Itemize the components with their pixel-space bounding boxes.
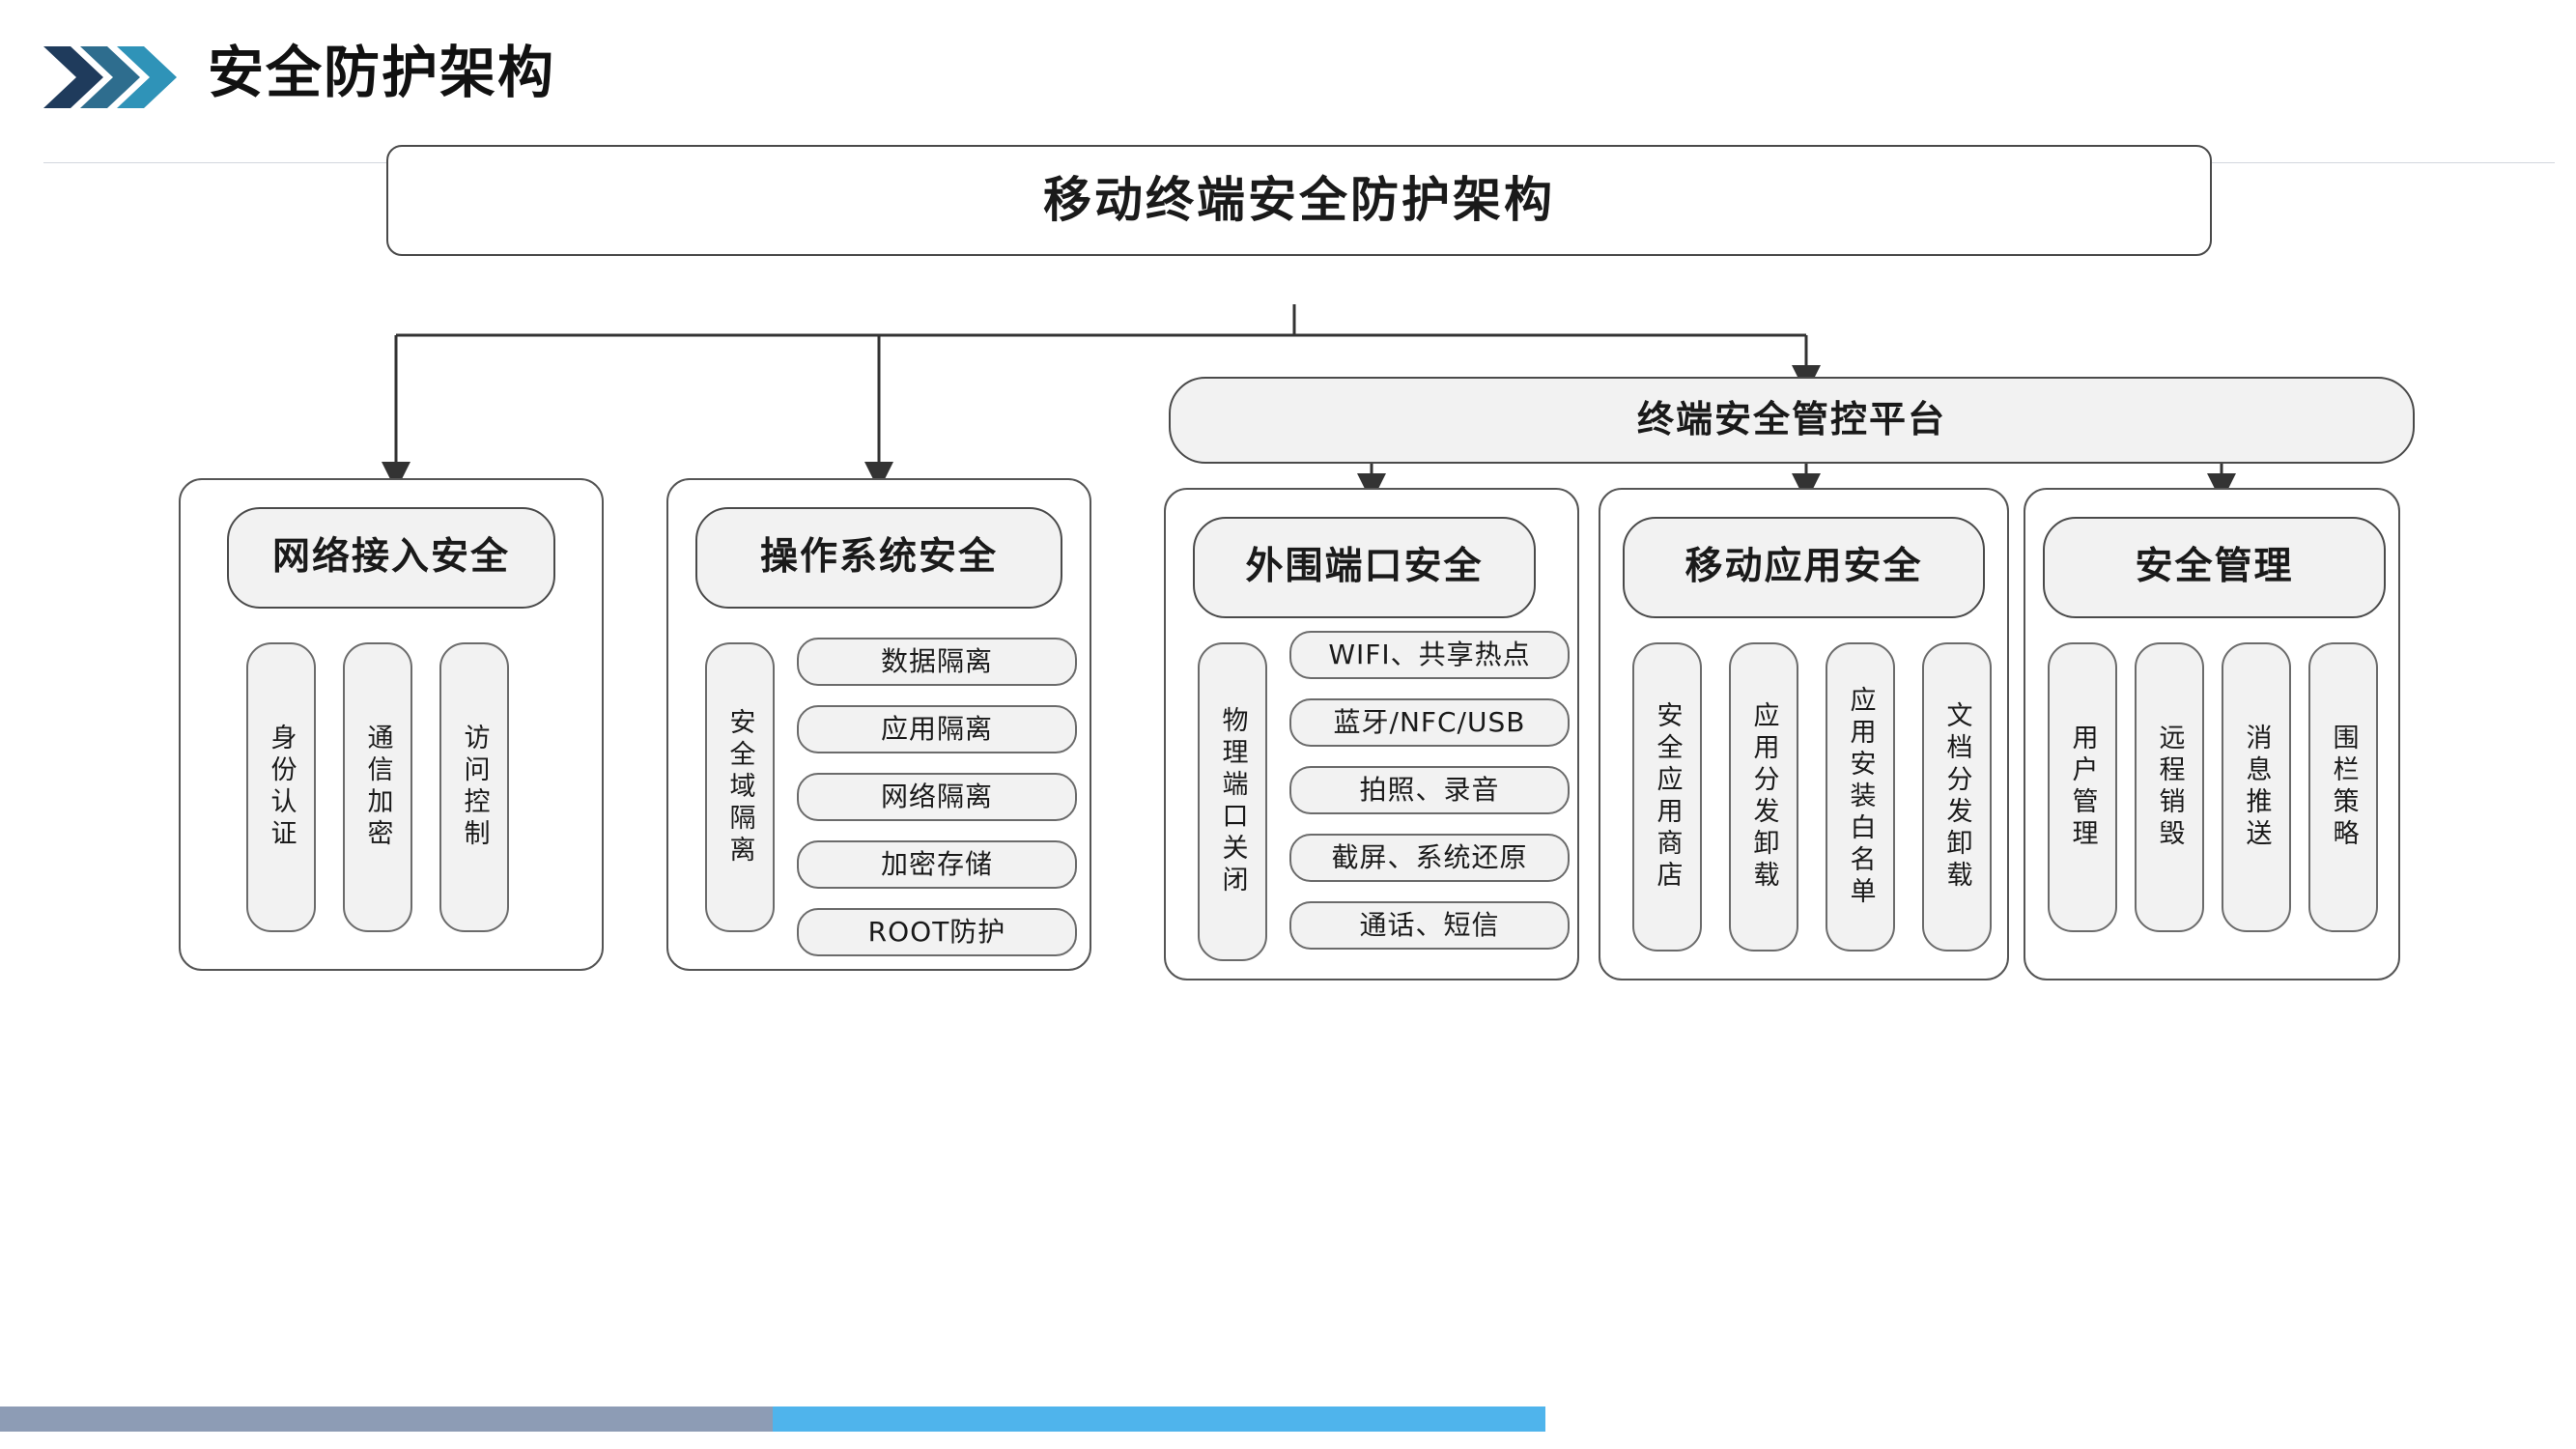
leaf-item: 文档分发卸载 <box>1922 642 1992 952</box>
leaf-item: 网络隔离 <box>797 773 1077 821</box>
leaf-item: WIFI、共享热点 <box>1289 631 1570 679</box>
leaf-item: 数据隔离 <box>797 638 1077 686</box>
leaf-item: 应用隔离 <box>797 705 1077 753</box>
leaf-item: 加密存储 <box>797 840 1077 889</box>
leaf-item: ROOT防护 <box>797 908 1077 956</box>
group-head-os-security: 操作系统安全 <box>695 507 1062 609</box>
leaf-item: 访问控制 <box>439 642 509 932</box>
leaf-item: 用户管理 <box>2048 642 2117 932</box>
leaf-item-side: 物理端口关闭 <box>1198 642 1267 961</box>
leaf-item: 远程销毁 <box>2135 642 2204 932</box>
leaf-item: 应用安装白名单 <box>1826 642 1895 952</box>
leaf-item: 应用分发卸载 <box>1729 642 1798 952</box>
group-head-network-access: 网络接入安全 <box>227 507 555 609</box>
leaf-item: 安全应用商店 <box>1632 642 1702 952</box>
leaf-item: 截屏、系统还原 <box>1289 834 1570 882</box>
leaf-item-side: 安全域隔离 <box>705 642 775 932</box>
group-head-mobile-app-security: 移动应用安全 <box>1623 517 1985 618</box>
leaf-item: 拍照、录音 <box>1289 766 1570 814</box>
group-head-security-management: 安全管理 <box>2043 517 2386 618</box>
leaf-item: 身份认证 <box>246 642 316 932</box>
page-title: 安全防护架构 <box>208 40 556 105</box>
leaf-item: 围栏策略 <box>2308 642 2378 932</box>
footer-bar-right <box>773 1406 1545 1432</box>
leaf-item: 消息推送 <box>2222 642 2291 932</box>
diagram-platform-node: 终端安全管控平台 <box>1169 377 2415 464</box>
page-header: 安全防护架构 <box>0 0 2576 169</box>
chevron-logo-icon <box>43 43 193 111</box>
leaf-item: 通信加密 <box>343 642 412 932</box>
diagram-root-node: 移动终端安全防护架构 <box>386 145 2212 256</box>
group-head-peripheral-ports: 外围端口安全 <box>1193 517 1536 618</box>
architecture-diagram: 移动终端安全防护架构 终端安全管控平台 网络接入安全 身份认证 通信加密 访问控… <box>0 145 2576 1357</box>
footer-bar-left <box>0 1406 773 1432</box>
leaf-item: 蓝牙/NFC/USB <box>1289 698 1570 747</box>
leaf-item: 通话、短信 <box>1289 901 1570 950</box>
